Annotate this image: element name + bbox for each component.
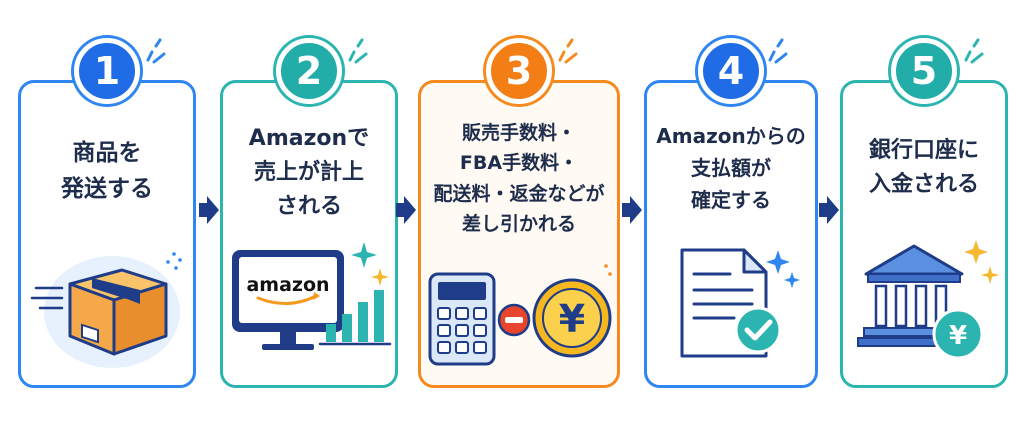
- step-text-4: Amazonからの 支払額が 確定する: [644, 120, 818, 216]
- sparkle-lines-icon: [558, 38, 578, 64]
- computer-chart-icon: amazon: [232, 242, 392, 350]
- flow-arrow-1: [199, 196, 219, 224]
- yen-coin-text: ¥: [559, 297, 585, 341]
- step-2-line-3: される: [275, 194, 342, 220]
- step-number-2: 2: [295, 49, 323, 93]
- package-icon: [30, 252, 182, 368]
- step-number-badge-3: 3: [486, 38, 552, 104]
- step-number-badge-1: 1: [74, 38, 140, 104]
- amazon-screen-text: amazon: [246, 274, 329, 296]
- step-3-line-2: FBA手数料・: [459, 152, 579, 175]
- sparkle-lines-icon: [768, 38, 788, 64]
- step-text-3: 販売手数料・ FBA手数料・ 配送料・返金などが 差し引かれる: [418, 118, 620, 240]
- step-5-line-2: 入金される: [868, 172, 979, 198]
- step-2-line-1: Amazonで: [248, 126, 370, 151]
- calculator-minus-yen-icon: ¥: [428, 264, 612, 366]
- step-5-line-1: 銀行口座に: [868, 138, 979, 163]
- step-number-1: 1: [93, 49, 121, 93]
- document-check-icon: [680, 248, 800, 358]
- step-text-5: 銀行口座に 入金される: [840, 134, 1008, 202]
- bank-yen-icon: ¥: [857, 240, 999, 360]
- step-1-line-1: 商品を: [72, 140, 142, 166]
- step-3-line-1: 販売手数料・: [461, 122, 576, 144]
- sparkle-lines-icon: [348, 38, 368, 64]
- bank-yen-coin-text: ¥: [949, 321, 967, 351]
- step-text-2: Amazonで 売上が計上 される: [220, 122, 398, 224]
- step-number-badge-2: 2: [276, 38, 342, 104]
- step-text-1: 商品を 発送する: [18, 136, 196, 207]
- sparkle-lines-icon: [146, 38, 166, 64]
- step-4-line-1: Amazonからの: [656, 124, 806, 148]
- step-2-line-2: 売上が計上: [253, 160, 364, 186]
- step-number-badge-4: 4: [698, 38, 764, 104]
- flow-arrow-2: [396, 196, 416, 224]
- step-number-4: 4: [717, 49, 745, 93]
- step-number-3: 3: [505, 49, 533, 93]
- sparkle-lines-icon: [964, 38, 984, 64]
- step-card-2: [220, 80, 398, 388]
- flow-arrow-3: [622, 196, 642, 224]
- flow-arrow-4: [819, 196, 839, 224]
- step-number-badge-5: 5: [891, 38, 957, 104]
- step-1-line-2: 発送する: [61, 175, 153, 202]
- step-4-line-3: 確定する: [691, 188, 771, 212]
- step-number-5: 5: [910, 49, 938, 93]
- step-4-line-2: 支払額が: [691, 156, 771, 180]
- step-3-line-4: 差し引かれる: [461, 213, 576, 236]
- step-3-line-3: 配送料・返金などが: [433, 182, 605, 205]
